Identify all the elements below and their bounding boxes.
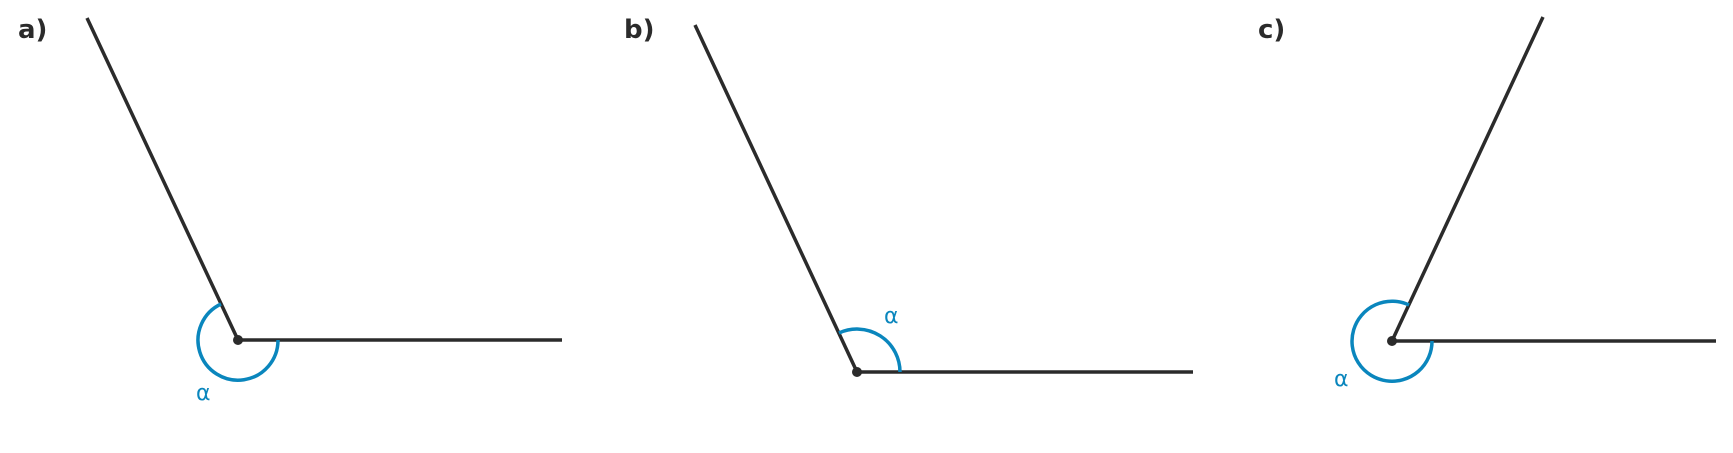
- angle-label-c: α: [1334, 367, 1349, 392]
- vertex-dot-a: [233, 335, 243, 345]
- angle-label-b: α: [884, 304, 899, 329]
- vertex-dot-c: [1387, 336, 1397, 346]
- panel-label-a: a): [18, 15, 47, 45]
- angle-arc-a: [196, 302, 280, 382]
- panel-c: c) α: [1258, 15, 1716, 392]
- panel-label-b: b): [624, 15, 655, 45]
- ray-b-upper: [693, 24, 859, 373]
- ray-a-upper: [85, 17, 240, 341]
- panel-a: a) α: [18, 15, 562, 406]
- panel-label-c: c): [1258, 15, 1285, 45]
- ray-c-upper: [1390, 16, 1545, 342]
- angle-arc-b: [838, 327, 902, 373]
- panel-b: b) α: [624, 15, 1193, 377]
- vertex-dot-b: [852, 367, 862, 377]
- angle-label-a: α: [196, 381, 211, 406]
- angle-arc-c: [1350, 299, 1434, 383]
